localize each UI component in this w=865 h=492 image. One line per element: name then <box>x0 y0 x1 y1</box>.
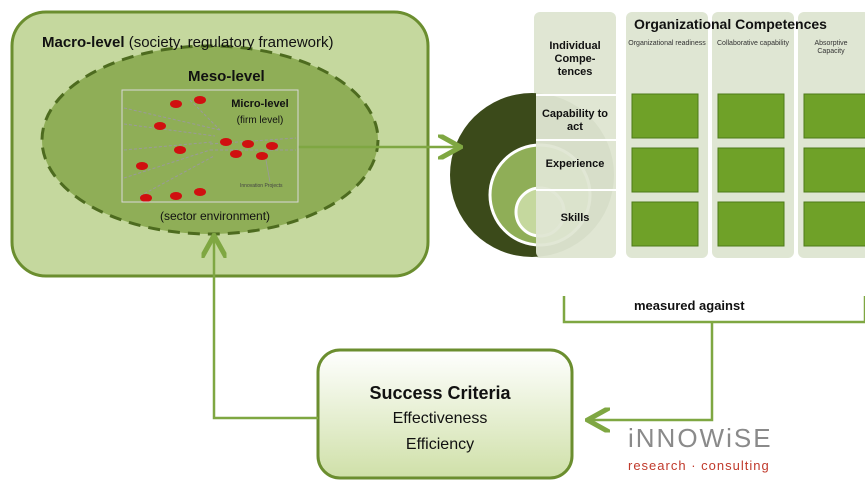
cell-readiness-experience <box>631 147 699 193</box>
cell-collaborative-skills <box>717 201 785 247</box>
row-experience: Experience <box>545 158 605 170</box>
sector-environment-label: (sector environment) <box>160 209 271 223</box>
measured-bracket <box>562 296 865 324</box>
col-collaborative: Collaborative capability <box>717 40 789 47</box>
competence-grid <box>631 93 865 247</box>
micro-level-title: Micro-level <box>231 98 289 110</box>
arrow-to-success <box>590 322 714 420</box>
row-capability: Capability to act <box>541 108 608 133</box>
arrow-feedback <box>214 238 318 420</box>
success-criteria-box <box>316 348 574 480</box>
org-competences-title: Organizational Competences <box>634 16 827 32</box>
micro-network <box>123 96 297 202</box>
success-criteria-title: Success Criteria <box>369 383 511 403</box>
innovation-projects-label: Innovation Projects <box>240 183 283 189</box>
macro-level-title: Macro-level (society, regulatory framewo… <box>42 34 334 51</box>
success-efficiency: Efficiency <box>405 436 475 453</box>
success-effectiveness: Effectiveness <box>392 410 488 427</box>
macro-level-label: Macro-level <box>42 34 125 51</box>
cell-collaborative-experience <box>717 147 785 193</box>
col-absorptive: Absorptive Capacity <box>814 40 848 55</box>
micro-level-box <box>121 89 299 203</box>
macro-level-desc: (society, regulatory framework) <box>124 34 334 51</box>
col-org-readiness: Organizational readiness <box>628 40 706 47</box>
cell-readiness-capability <box>631 93 699 139</box>
individual-competences-header: Individual Compe-tences <box>549 40 601 78</box>
row-skills: Skills <box>560 212 590 224</box>
innowise-logo: iNNOWiSE <box>628 423 773 453</box>
measured-against-label: measured against <box>634 298 745 313</box>
cell-readiness-skills <box>631 201 699 247</box>
meso-level-title: Meso-level <box>188 68 265 85</box>
cell-absorptive-experience <box>803 147 865 193</box>
cell-absorptive-capability <box>803 93 865 139</box>
cell-absorptive-skills <box>803 201 865 247</box>
innowise-tagline: research · consulting <box>628 458 770 473</box>
micro-level-subtitle: (firm level) <box>236 115 284 126</box>
cell-collaborative-capability <box>717 93 785 139</box>
